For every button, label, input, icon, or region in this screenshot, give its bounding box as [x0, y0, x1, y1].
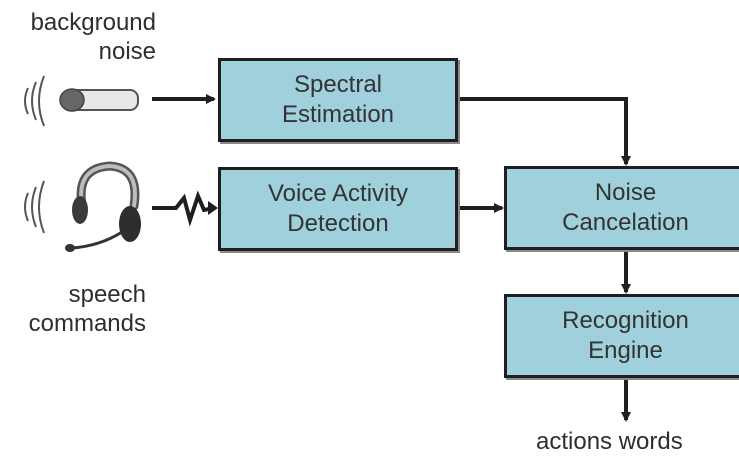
noise-cancelation-line-1: Noise [594, 179, 657, 206]
voice-activity-detection-line-2: Detection [287, 210, 389, 237]
sound-waves-icon [24, 180, 45, 234]
microphone-icon [59, 88, 139, 112]
background-noise-line-2: noise [98, 38, 156, 65]
noise-cancelation-line-2: Cancelation [562, 209, 689, 236]
arrow-spectral-to-noise [458, 97, 631, 166]
voice-activity-detection-line-1: Voice Activity [267, 180, 409, 207]
recognition-engine-line-2: Engine [588, 337, 663, 364]
spectral-estimation-line-1: Spectral [293, 71, 383, 98]
speech-commands-line-2: commands [28, 310, 146, 337]
lightning-signal-icon [152, 190, 218, 227]
voice-activity-detection-block: Voice Activity Detection [218, 167, 458, 251]
recognition-engine-block: Recognition Engine [504, 294, 739, 378]
background-noise-line-1: background [30, 9, 156, 36]
noise-cancelation-block: Noise Cancelation [504, 166, 739, 250]
recognition-engine-line-1: Recognition [562, 307, 689, 334]
background-noise-label: background noise [14, 8, 156, 66]
actions-words-label: actions words [536, 428, 683, 455]
spectral-estimation-block: Spectral Estimation [218, 58, 458, 142]
speech-commands-label: speech commands [6, 280, 146, 338]
sound-waves-icon [24, 75, 45, 127]
speech-commands-line-1: speech [68, 281, 146, 308]
headset-icon [65, 161, 141, 252]
spectral-estimation-line-2: Estimation [281, 101, 395, 128]
